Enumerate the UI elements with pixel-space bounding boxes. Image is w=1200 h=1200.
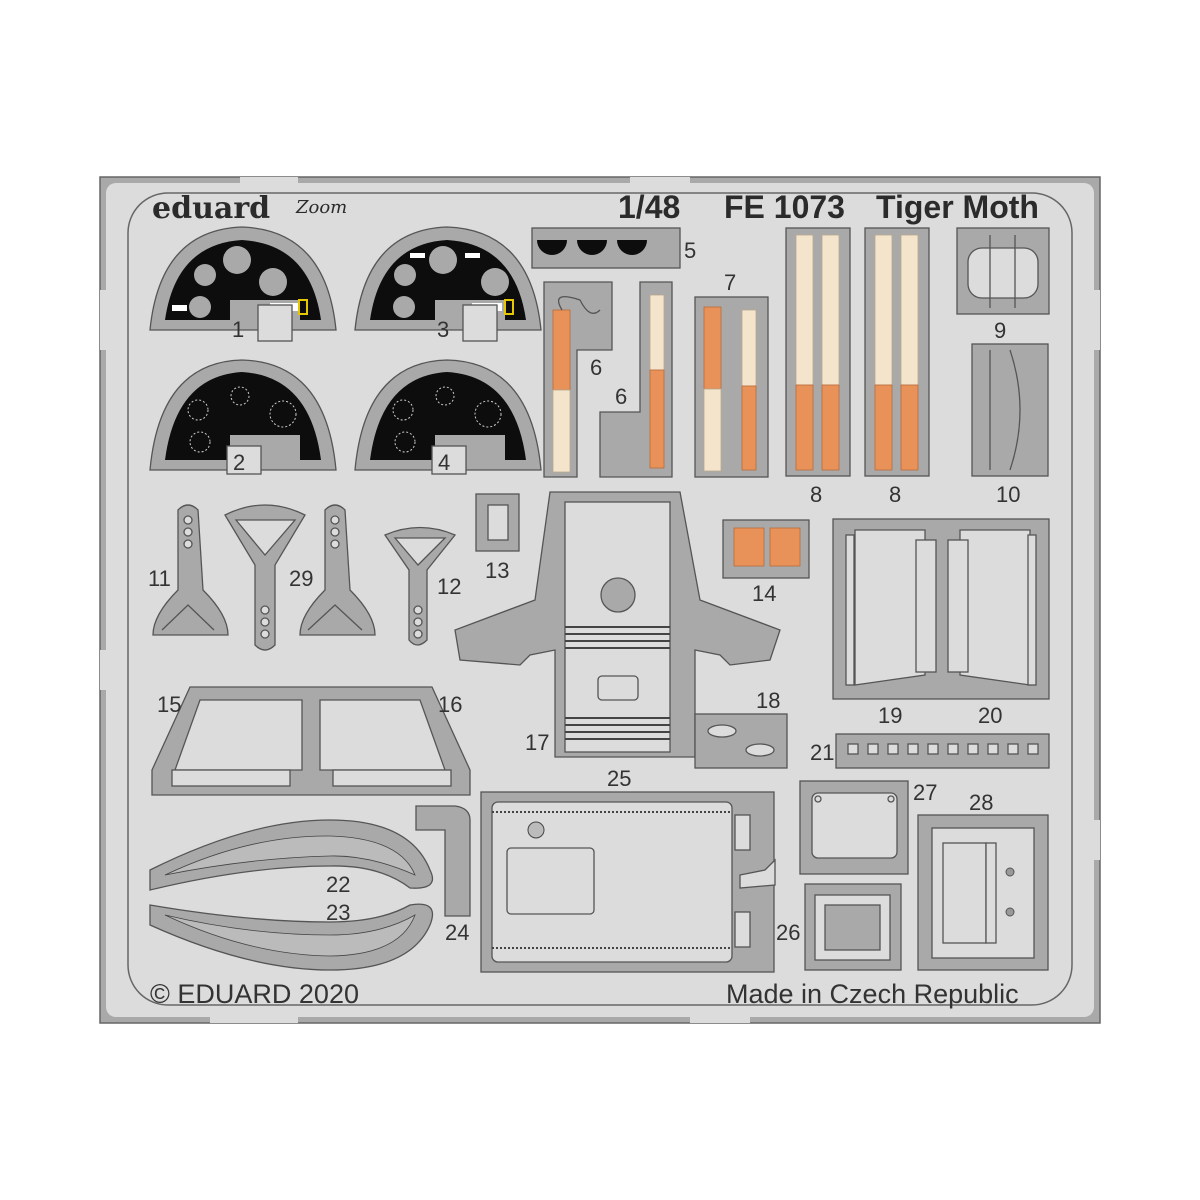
part-label-5: 5 <box>684 238 696 263</box>
part-label-26: 26 <box>776 920 800 945</box>
seat-part-17 <box>454 491 781 758</box>
part-21 <box>835 733 1050 769</box>
part-label-6a: 6 <box>590 355 602 380</box>
part-label-21: 21 <box>810 740 834 765</box>
part-label-7: 7 <box>724 270 736 295</box>
part-label-14: 14 <box>752 581 776 606</box>
part-label-16: 16 <box>438 692 462 717</box>
part-label-8a: 8 <box>810 482 822 507</box>
part-label-10: 10 <box>996 482 1020 507</box>
instrument-panel-4 <box>354 359 542 475</box>
part-label-23: 23 <box>326 900 350 925</box>
part-label-19: 19 <box>878 703 902 728</box>
instrument-panel-3 <box>354 226 542 342</box>
part-label-1: 1 <box>232 317 244 342</box>
part-label-27: 27 <box>913 780 937 805</box>
part-19-20 <box>832 518 1050 700</box>
part-label-13: 13 <box>485 558 509 583</box>
copyright-text: © EDUARD 2020 <box>150 979 359 1009</box>
part-26-box <box>804 883 902 971</box>
part-15-16 <box>151 686 471 796</box>
part-18 <box>694 713 788 769</box>
part-25 <box>480 791 776 973</box>
gauge-strip-5 <box>531 227 681 269</box>
part-22 <box>149 819 434 891</box>
brand-logo: eduard <box>152 191 270 226</box>
part-11b <box>299 504 376 636</box>
scale-label: 1/48 <box>618 189 680 225</box>
part-label-11: 11 <box>148 566 171 591</box>
seat-belt-8b <box>864 227 930 477</box>
part-9 <box>956 227 1050 315</box>
part-29 <box>224 504 306 651</box>
part-27 <box>799 780 909 875</box>
part-label-6b: 6 <box>615 384 627 409</box>
seat-belt-8a <box>785 227 851 477</box>
part-14 <box>722 519 810 579</box>
part-10 <box>971 343 1049 477</box>
part-label-2: 2 <box>233 450 245 475</box>
instrument-panel-2 <box>149 359 337 475</box>
origin-text: Made in Czech Republic <box>726 979 1019 1009</box>
part-11 <box>152 504 229 636</box>
part-label-24: 24 <box>445 920 469 945</box>
part-label-17: 17 <box>525 730 549 755</box>
part-label-20: 20 <box>978 703 1002 728</box>
part-13 <box>475 493 520 552</box>
seat-belt-7 <box>694 296 769 478</box>
part-label-9: 9 <box>994 318 1006 343</box>
seat-belt-6b <box>599 281 673 478</box>
part-label-12: 12 <box>437 574 461 599</box>
zoom-logo: Zoom <box>295 197 347 218</box>
seat-belt-6a <box>543 281 613 478</box>
part-label-15: 15 <box>157 692 181 717</box>
part-label-25: 25 <box>607 766 631 791</box>
part-12 <box>384 526 457 646</box>
part-label-4: 4 <box>438 450 450 475</box>
product-name: Tiger Moth <box>876 189 1039 225</box>
part-label-18: 18 <box>756 688 780 713</box>
part-label-8b: 8 <box>889 482 901 507</box>
part-label-3: 3 <box>437 317 449 342</box>
part-label-28: 28 <box>969 790 993 815</box>
instrument-panel-1 <box>149 226 337 342</box>
part-28 <box>917 814 1049 971</box>
part-23 <box>149 903 434 971</box>
part-24 <box>415 805 471 917</box>
part-label-29: 29 <box>289 566 313 591</box>
part-label-22: 22 <box>326 872 350 897</box>
product-code: FE 1073 <box>724 189 845 225</box>
